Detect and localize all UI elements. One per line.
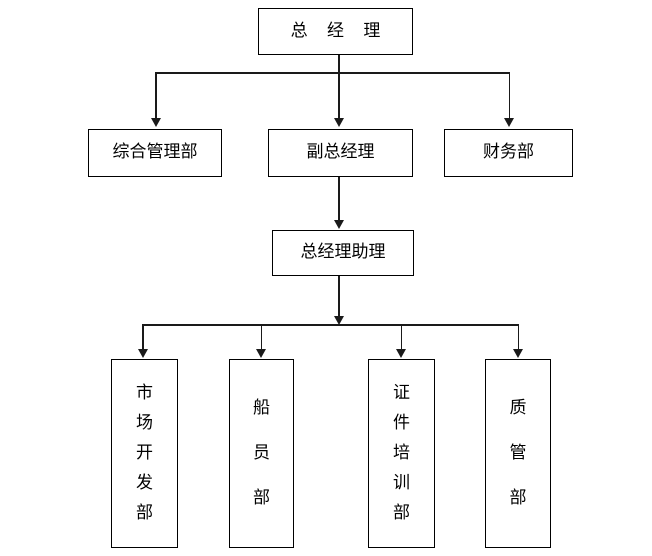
node-general-manager[interactable]: 总 经 理 <box>258 8 413 55</box>
node-certificate-training-dept-char: 证 <box>393 383 410 403</box>
node-crew-dept[interactable]: 船 员 部 <box>229 359 294 548</box>
arrowhead-to-assistant-general-manager <box>333 220 344 229</box>
arrowhead-to-finance-dept <box>504 118 514 127</box>
node-certificate-training-dept[interactable]: 证 件 培 训 部 <box>368 359 435 548</box>
arrowhead-to-quality-management-dept <box>513 349 523 358</box>
node-market-development-dept-char: 场 <box>136 413 153 433</box>
node-general-manager-label: 总 经 理 <box>290 20 388 41</box>
node-certificate-training-dept-char: 部 <box>393 503 410 523</box>
node-market-development-dept-char: 部 <box>136 503 153 523</box>
node-comprehensive-management-dept-label: 综合管理部 <box>112 142 198 163</box>
node-crew-dept-char: 员 <box>253 443 270 463</box>
node-assistant-general-manager-label: 总经理助理 <box>300 242 386 263</box>
arrowhead-to-crew-dept <box>256 349 266 358</box>
node-quality-management-dept-char: 管 <box>509 443 527 463</box>
connector-bus1-horizontal <box>155 72 510 74</box>
node-deputy-general-manager[interactable]: 副总经理 <box>268 129 413 177</box>
node-quality-management-dept[interactable]: 质 管 部 <box>485 359 551 548</box>
node-quality-management-dept-char: 部 <box>509 488 527 508</box>
connector-bus1-drop-left <box>155 72 157 120</box>
arrowhead-to-comprehensive-management <box>150 118 161 127</box>
node-market-development-dept-char: 市 <box>136 383 153 403</box>
connector-gm-to-bus1 <box>338 55 340 73</box>
connector-bus2-drop-3 <box>400 324 402 351</box>
connector-deputy-to-assistant <box>338 177 340 222</box>
node-comprehensive-management-dept[interactable]: 综合管理部 <box>88 129 222 177</box>
node-market-development-dept-char: 发 <box>136 473 153 493</box>
node-assistant-general-manager[interactable]: 总经理助理 <box>272 230 414 276</box>
connector-bus2-horizontal <box>142 324 519 326</box>
arrowhead-assistant-to-bus2 <box>333 316 344 325</box>
connector-bus2-drop-1 <box>142 324 144 351</box>
node-certificate-training-dept-char: 培 <box>393 443 410 463</box>
connector-bus2-drop-4 <box>517 324 519 351</box>
connector-bus1-drop-middle <box>338 72 340 120</box>
node-finance-dept-label: 财务部 <box>483 142 534 163</box>
node-crew-dept-char: 船 <box>253 398 270 418</box>
node-crew-dept-char: 部 <box>253 488 270 508</box>
connector-bus1-drop-right <box>508 72 510 120</box>
node-quality-management-dept-char: 质 <box>509 398 527 418</box>
arrowhead-to-market-development-dept <box>137 349 148 358</box>
node-finance-dept[interactable]: 财务部 <box>444 129 573 177</box>
node-market-development-dept[interactable]: 市 场 开 发 部 <box>111 359 178 548</box>
node-market-development-dept-char: 开 <box>136 443 153 463</box>
arrowhead-to-certificate-training-dept <box>396 349 406 358</box>
arrowhead-to-deputy-general-manager <box>333 118 344 127</box>
node-certificate-training-dept-char: 训 <box>393 473 410 493</box>
connector-bus2-drop-2 <box>260 324 262 351</box>
node-certificate-training-dept-char: 件 <box>393 413 410 433</box>
node-deputy-general-manager-label: 副总经理 <box>306 142 375 163</box>
connector-assistant-to-bus2 <box>338 276 340 318</box>
